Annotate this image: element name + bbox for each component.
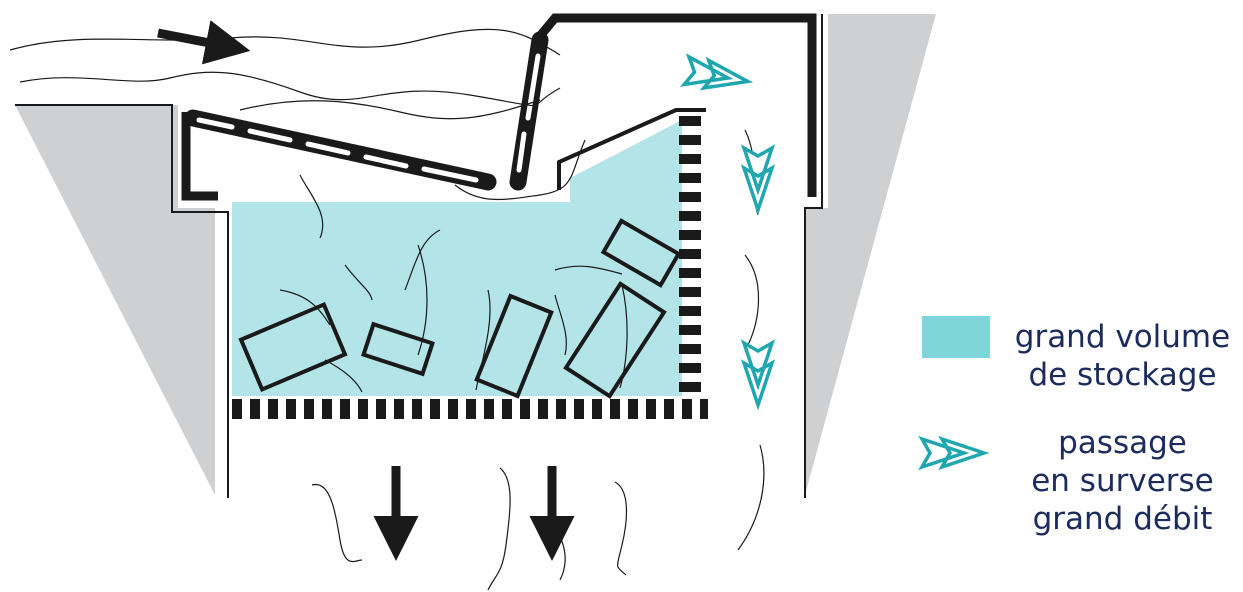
basket-left-wall (181, 112, 218, 201)
debris-block (600, 218, 682, 288)
sloped-inlet-grate (184, 109, 497, 191)
left-wall-section (15, 105, 215, 495)
double-chevron-arrow-icon (679, 53, 754, 91)
legend-storage-label: grand volume de stockage (1005, 318, 1240, 394)
debris-block (563, 281, 667, 399)
left-wall-edge (15, 104, 229, 498)
legend-storage-swatch (922, 316, 990, 358)
debris-block (238, 301, 348, 393)
legend-overflow-line: grand débit (1032, 501, 1213, 537)
legend-overflow-label: passage en surverse grand débit (1005, 424, 1240, 538)
storage-volume (232, 120, 682, 396)
debris-block (361, 321, 435, 377)
slotted-baffle (509, 31, 549, 191)
roof-slope (557, 108, 706, 190)
inlet-upper-wall (531, 13, 817, 197)
arrow-right-icon (157, 20, 251, 65)
right-wall-edge (804, 14, 823, 498)
legend-overflow-line: passage (1058, 425, 1187, 461)
debris-block (474, 293, 554, 399)
floating-debris (238, 218, 682, 399)
legend-storage-line: grand volume (1014, 319, 1231, 355)
legend-storage-line: de stockage (1028, 357, 1217, 393)
double-chevron-arrow-icon (740, 144, 776, 216)
right-wall-section (805, 14, 936, 495)
double-chevron-arrow-icon (740, 339, 776, 411)
overflow-arrows (679, 53, 776, 411)
legend-overflow-line: en surverse (1031, 463, 1214, 499)
water-flow-lines (9, 28, 765, 591)
legend-overflow-arrow-icon (918, 435, 990, 471)
